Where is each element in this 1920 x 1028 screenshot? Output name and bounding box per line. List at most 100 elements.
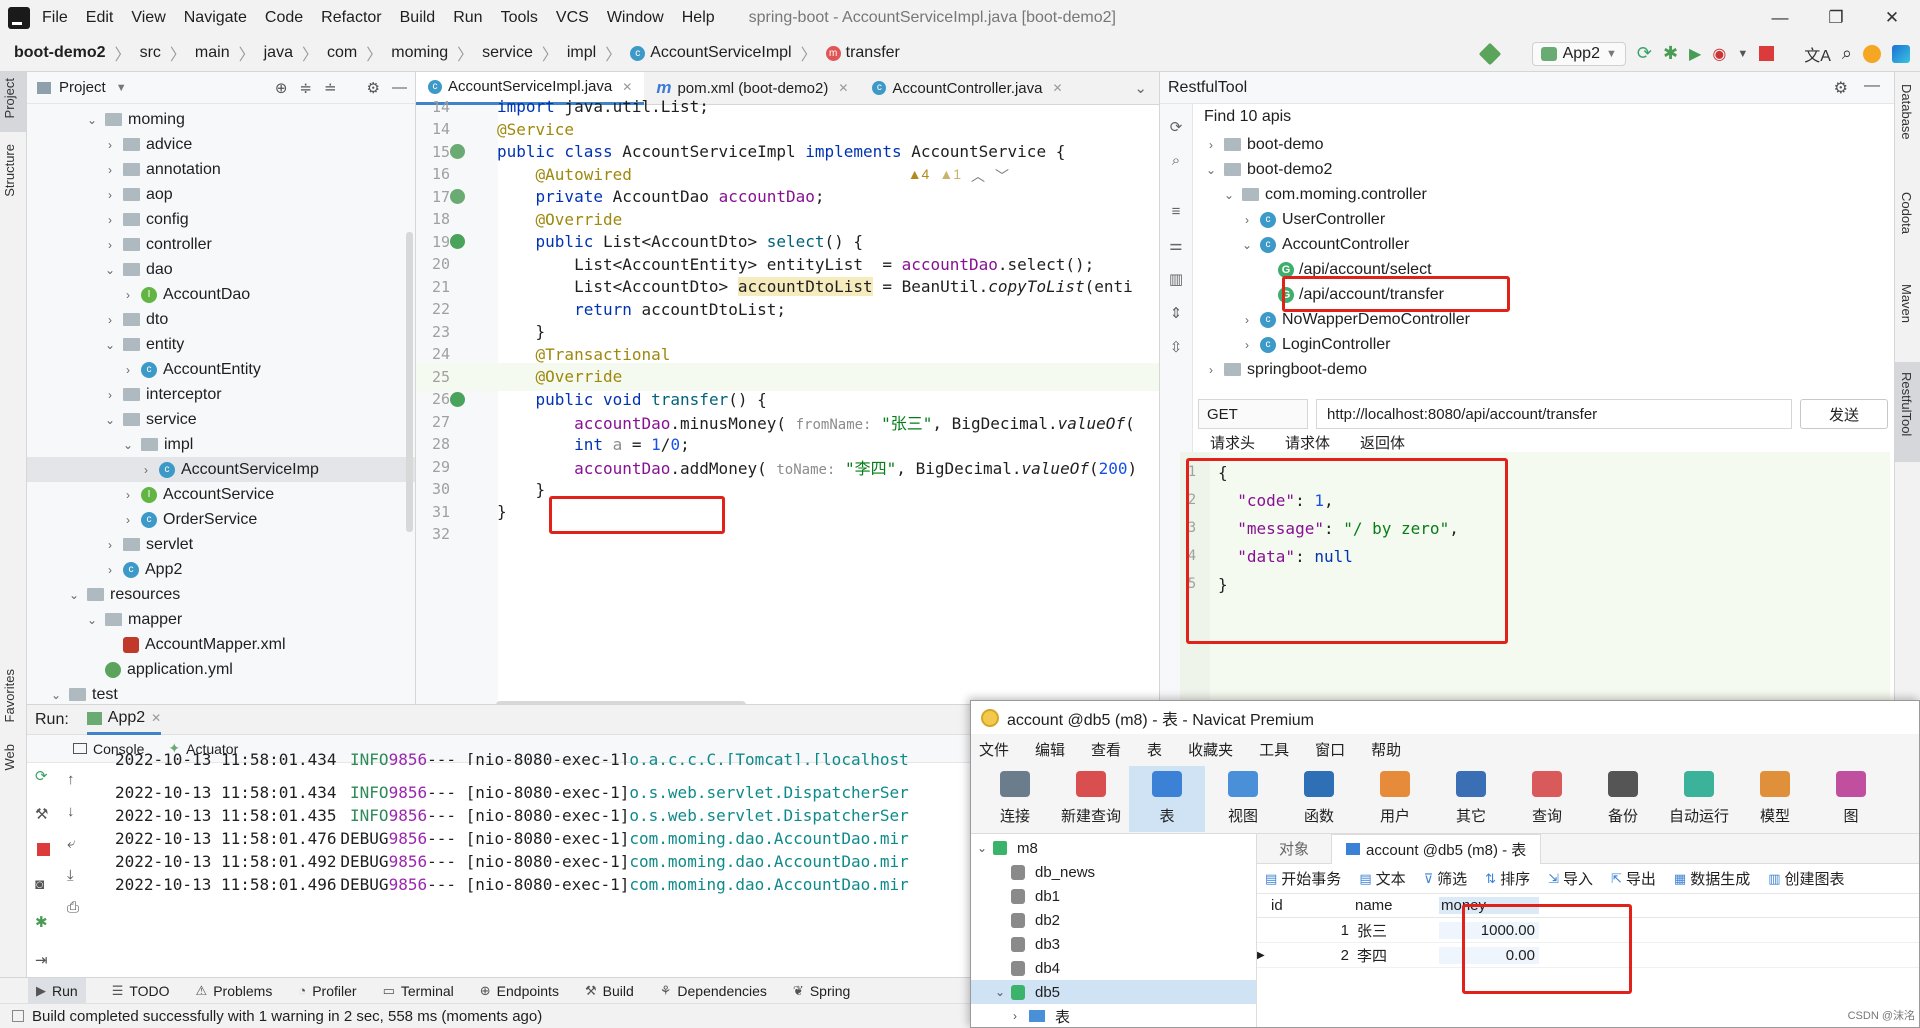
connection-tree-item[interactable]: ›表: [1013, 1008, 1071, 1026]
navicat-tool-button[interactable]: 备份: [1585, 766, 1661, 832]
tree-item[interactable]: ›dto: [27, 307, 415, 332]
navicat-tool-button[interactable]: 其它: [1433, 766, 1509, 832]
tree-item[interactable]: ⌄test: [27, 682, 415, 704]
collapse-all-icon[interactable]: ≐: [323, 80, 337, 97]
tree-item[interactable]: ⌄impl: [27, 432, 415, 457]
menu-build[interactable]: Build: [399, 8, 436, 26]
breadcrumb-project[interactable]: boot-demo2: [14, 44, 106, 61]
profile-icon[interactable]: ◉: [1712, 45, 1727, 63]
connection-tree-item[interactable]: ⌄m8: [977, 839, 1038, 857]
chevron-right-icon[interactable]: ›: [126, 512, 130, 527]
chevron-right-icon[interactable]: ›: [108, 162, 112, 177]
next-highlight-icon[interactable]: ﹀: [995, 168, 1009, 184]
codota-tool-tab[interactable]: Codota: [1899, 192, 1914, 234]
chevron-right-icon[interactable]: ›: [1209, 362, 1213, 377]
close-icon[interactable]: ✕: [1884, 8, 1900, 27]
connection-tree-item[interactable]: ⌄db5: [971, 980, 1256, 1004]
chevron-right-icon[interactable]: ›: [108, 387, 112, 402]
hide-icon[interactable]: —: [1864, 77, 1880, 94]
navicat-tool-button[interactable]: 连接: [977, 766, 1053, 832]
navicat-tool-button[interactable]: 模型: [1737, 766, 1813, 832]
column-header[interactable]: name: [1355, 897, 1393, 914]
chevron-down-icon[interactable]: ⌄: [1241, 237, 1253, 252]
menu-refactor[interactable]: Refactor: [321, 8, 382, 26]
tree-item[interactable]: ⌄mapper: [27, 607, 415, 632]
navicat-tool-button[interactable]: 表: [1129, 765, 1205, 832]
plugin-icon[interactable]: [1892, 44, 1910, 63]
bottom-tab-spring[interactable]: ❦Spring: [792, 982, 851, 999]
chevron-right-icon[interactable]: ›: [108, 212, 112, 227]
table-action[interactable]: ▤文本: [1359, 870, 1406, 889]
navicat-menu-item[interactable]: 表: [1147, 741, 1163, 759]
url-input[interactable]: http://localhost:8080/api/account/transf…: [1316, 399, 1792, 429]
minimize-icon[interactable]: —: [1771, 8, 1789, 27]
chevron-down-icon[interactable]: ⌄: [1205, 162, 1217, 177]
menu-view[interactable]: View: [131, 8, 166, 26]
tree-item[interactable]: ⌄resources: [27, 582, 415, 607]
chevron-down-icon[interactable]: ⌄: [68, 587, 80, 602]
favorites-tool-tab[interactable]: Favorites: [2, 669, 17, 723]
tree-item[interactable]: ⌄dao: [27, 257, 415, 282]
soft-wrap-icon[interactable]: ⤶: [67, 835, 76, 852]
bottom-tab-build[interactable]: ⚒Build: [584, 982, 634, 999]
bottom-tab-endpoints[interactable]: ⊕Endpoints: [479, 982, 559, 999]
table-action[interactable]: ▤开始事务: [1265, 870, 1342, 889]
table-action[interactable]: ▥创建图表: [1768, 870, 1845, 889]
navicat-tool-button[interactable]: 视图: [1205, 766, 1281, 832]
api-endpoint[interactable]: G/api/account/select: [1204, 257, 1704, 282]
chevron-right-icon[interactable]: ›: [1209, 137, 1213, 152]
bottom-tab-run[interactable]: ▶Run: [28, 978, 86, 1003]
http-method-select[interactable]: GET: [1198, 399, 1308, 429]
gear-icon[interactable]: ⚙: [366, 80, 380, 97]
camera-icon[interactable]: ◙: [35, 876, 45, 893]
table-cell[interactable]: 李四: [1357, 947, 1388, 965]
search-icon[interactable]: ⌕: [1171, 152, 1181, 169]
debug-icon[interactable]: ✱: [35, 914, 48, 931]
down-arrow-icon[interactable]: ↓: [67, 803, 75, 820]
inspection-widget[interactable]: ▲4 ▲1 ︿ ﹀: [908, 166, 1009, 186]
table-action[interactable]: ▦数据生成: [1673, 870, 1751, 889]
table-action[interactable]: ⊽筛选: [1423, 870, 1468, 889]
chevron-down-icon[interactable]: ⌄: [50, 687, 62, 702]
tab-account-table[interactable]: account @db5 (m8) - 表: [1331, 833, 1542, 864]
tree-item[interactable]: ›aop: [27, 182, 415, 207]
tree-item[interactable]: ›annotation: [27, 157, 415, 182]
chevron-right-icon[interactable]: ›: [144, 462, 148, 477]
run-config-selector[interactable]: App2 ▼: [1531, 41, 1626, 66]
hide-icon[interactable]: —: [392, 79, 407, 96]
chevron-right-icon[interactable]: ›: [108, 237, 112, 252]
build-hammer-icon[interactable]: [1478, 42, 1501, 65]
menu-vcs[interactable]: VCS: [555, 8, 589, 26]
navicat-menu-item[interactable]: 查看: [1091, 741, 1122, 759]
update-icon[interactable]: [1863, 44, 1881, 63]
chevron-down-icon[interactable]: ⌄: [104, 412, 116, 427]
project-scrollbar[interactable]: [406, 232, 413, 532]
print-icon[interactable]: ⎙: [67, 899, 80, 916]
tab-list-chevron-icon[interactable]: ⌄: [1134, 80, 1147, 97]
rerun-icon[interactable]: ⟳: [1636, 43, 1652, 63]
stop-icon[interactable]: [37, 843, 50, 856]
table-cell[interactable]: 2: [1340, 946, 1349, 964]
response-body[interactable]: 1{2 "code": 1,3 "message": "/ by zero",4…: [1180, 452, 1890, 704]
navicat-tool-button[interactable]: 自动运行: [1661, 766, 1737, 832]
prev-highlight-icon[interactable]: ︿: [971, 168, 985, 184]
bottom-tab-dependencies[interactable]: ⚘Dependencies: [659, 982, 767, 999]
menu-tools[interactable]: Tools: [500, 8, 538, 26]
connection-tree-item[interactable]: db3: [971, 932, 1256, 956]
chevron-right-icon[interactable]: ›: [126, 487, 130, 502]
table-cell[interactable]: 1: [1340, 921, 1349, 939]
tree-item[interactable]: ›config: [27, 207, 415, 232]
translate-icon[interactable]: 文A: [1804, 47, 1831, 65]
table-action[interactable]: ⇅排序: [1485, 870, 1531, 889]
navicat-menu-item[interactable]: 工具: [1259, 741, 1290, 759]
chevron-right-icon[interactable]: ›: [1245, 312, 1249, 327]
horizontal-scrollbar[interactable]: [496, 701, 746, 704]
